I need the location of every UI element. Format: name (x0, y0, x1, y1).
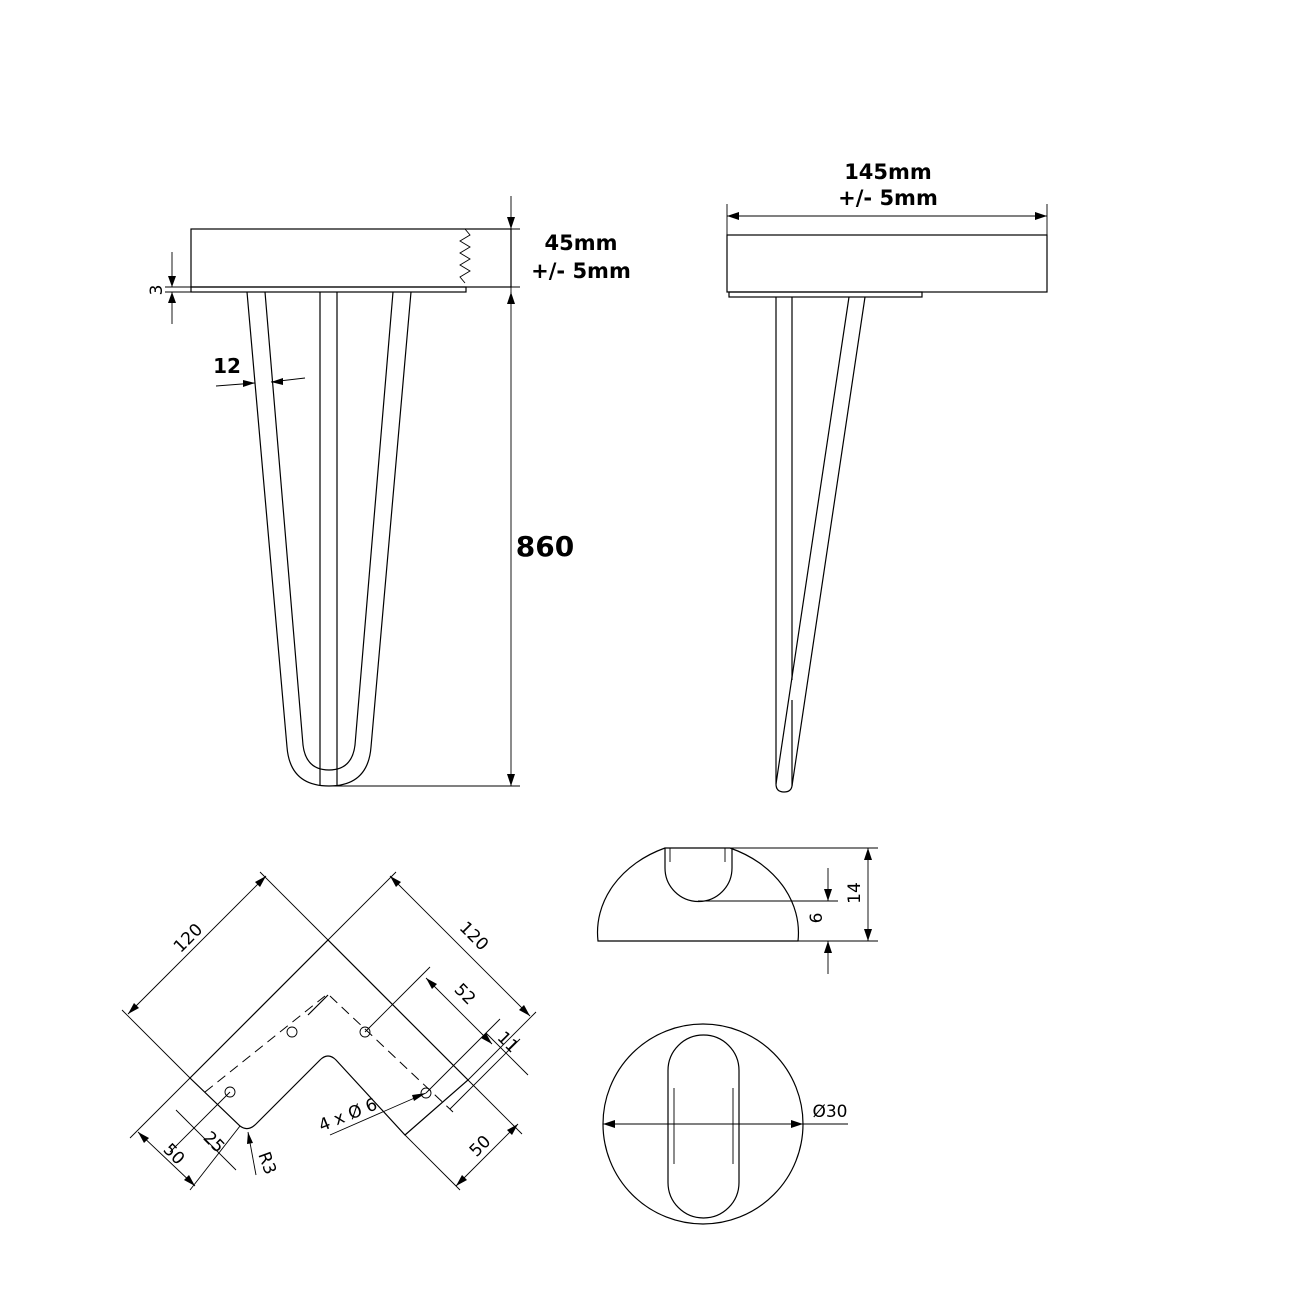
width-b-label: 50 (466, 1132, 495, 1161)
centerline-a (204, 995, 326, 1093)
height-label-line2: +/- 5mm (531, 259, 631, 283)
foot-slot (664, 848, 733, 903)
hole-2 (286, 1026, 298, 1038)
height-total-label: 14 (845, 882, 865, 904)
edge-offset-label: 11 (493, 1028, 522, 1057)
diameter-label: Ø30 (812, 1102, 847, 1122)
break-line (459, 228, 471, 284)
tabletop-block (190, 228, 512, 288)
leg-length-label: 860 (516, 530, 574, 563)
foot-section-outline (596, 847, 800, 942)
plate-thickness-label: 3 (147, 285, 167, 296)
mounting-plate (190, 286, 467, 293)
front-view: 45mm +/- 5mm 3 12 860 (147, 196, 631, 787)
rod-diameter-label: 12 (213, 354, 241, 378)
centerline-b (329, 995, 454, 1113)
width-label-line2: +/- 5mm (838, 186, 938, 210)
side-a-label: 120 (170, 920, 207, 957)
side-mounting-plate (728, 291, 923, 298)
width-label-line1: 145mm (844, 160, 932, 184)
hairpin-outer (246, 291, 412, 787)
hole-4 (420, 1087, 432, 1099)
foot-section-view: 14 6 (596, 847, 878, 974)
side-b-label: 120 (455, 918, 492, 955)
height-label-line1: 45mm (545, 231, 618, 255)
radius-label: R3 (253, 1149, 280, 1177)
plate-view: 120 120 52 11 4 x Ø 6 50 (121, 871, 537, 1191)
side-tabletop-block (726, 234, 1048, 293)
side-rod-angled-a (775, 296, 850, 785)
hole-spacing-label: 25 (199, 1128, 228, 1157)
hole-3 (359, 1026, 371, 1038)
foot-slot-top (667, 1034, 740, 1219)
side-rod-angled-b (791, 296, 866, 787)
l-plate-outline (189, 939, 469, 1136)
height-inner-label: 6 (807, 913, 827, 924)
side-rod-vertical (775, 297, 793, 793)
hairpin-inner (264, 291, 394, 771)
foot-top-view: Ø30 (602, 1023, 848, 1225)
hole-1 (224, 1086, 236, 1098)
width-a-label: 50 (159, 1140, 188, 1169)
inner-offset-label: 52 (450, 980, 479, 1009)
holes-label: 4 x Ø 6 (316, 1095, 380, 1137)
side-view: 145mm +/- 5mm (726, 160, 1048, 793)
